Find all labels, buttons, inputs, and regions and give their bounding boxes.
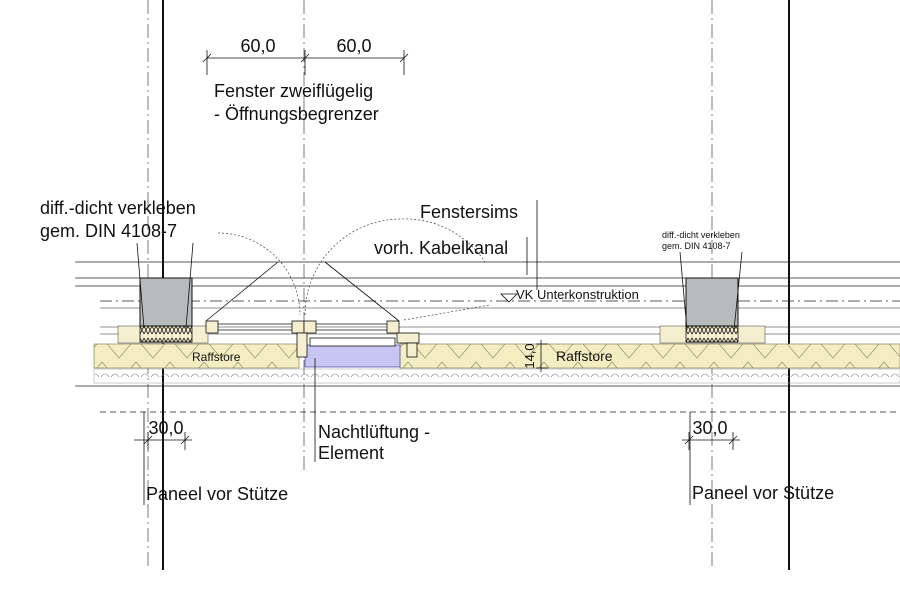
substructure-label: VK Unterkonstruktion xyxy=(516,287,639,302)
swing-arcs xyxy=(217,218,491,321)
cable-duct-label: vorh. Kabelkanal xyxy=(374,238,508,258)
dimension-bottom-right-label: 30,0 xyxy=(692,418,727,438)
insulation-band-right-hatch xyxy=(399,343,900,369)
window-frame xyxy=(205,261,420,358)
seal-right-line1: diff.-dicht verkleben xyxy=(662,230,740,240)
blind-left-label: Raffstore xyxy=(192,350,241,364)
vent-label-line1: Nachtlüftung - xyxy=(318,422,430,442)
window-title-line1: Fenster zweiflügelig xyxy=(214,81,373,101)
outer-cladding-band xyxy=(93,368,900,384)
dimension-vertical xyxy=(536,340,548,372)
seal-right-leaders xyxy=(679,251,743,331)
dimension-bottom-left-label: 30,0 xyxy=(148,418,183,438)
panel-right-label: Paneel vor Stütze xyxy=(692,483,834,503)
night-vent-frame xyxy=(309,337,396,347)
seal-right-line2: gem. DIN 4108-7 xyxy=(662,241,731,251)
seal-left-line1: diff.-dicht verkleben xyxy=(40,198,196,218)
dimension-top-right-label: 60,0 xyxy=(336,36,371,56)
dimension-top xyxy=(202,50,409,75)
vent-label-line2: Element xyxy=(318,443,384,463)
panel-left-label: Paneel vor Stütze xyxy=(146,484,288,504)
dimension-bottom-right xyxy=(682,432,740,450)
column-left-wool xyxy=(139,325,193,343)
window-title-line2: - Öffnungsbegrenzer xyxy=(214,104,379,124)
blind-right-label: Raffstore xyxy=(556,348,613,364)
layer-lines xyxy=(75,261,900,413)
column-right xyxy=(685,277,739,327)
dimension-top-left-label: 60,0 xyxy=(240,36,275,56)
column-left xyxy=(139,277,193,327)
seal-left-leaders xyxy=(136,242,194,329)
night-vent-element xyxy=(304,344,401,368)
dimension-vertical-label: 14,0 xyxy=(522,343,537,368)
level-marker-icon xyxy=(500,293,518,303)
sill-label: Fenstersims xyxy=(420,202,518,222)
column-right-wool xyxy=(685,325,739,343)
seal-left-line2: gem. DIN 4108-7 xyxy=(40,221,177,241)
insulation-band-left-hatch xyxy=(93,343,300,369)
